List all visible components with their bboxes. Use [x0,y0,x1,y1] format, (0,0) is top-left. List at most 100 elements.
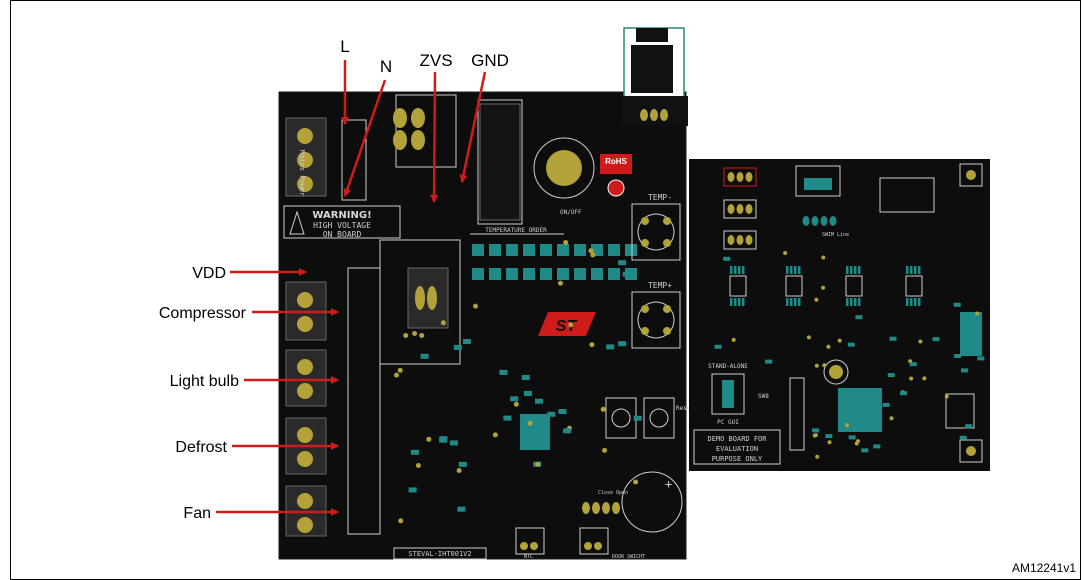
smd-pad [510,396,519,402]
via-pad [589,342,595,348]
temp-minus-button [631,203,681,261]
sw8-label: SW8 [758,393,769,400]
ic-outline [729,275,747,297]
via-pad [889,416,894,421]
daughter-smd-components [714,251,985,459]
smd-pad [959,435,967,440]
via-pad [922,376,927,381]
smd-pad [889,336,897,341]
board-id: STEVAL-IHT001V2 [408,550,471,558]
smd-pad [535,398,543,404]
led-pad [608,268,620,280]
via-pad [815,454,820,459]
ic-outline [785,275,803,297]
smd-pad [457,506,466,512]
smd-pad [458,461,467,467]
led-pad [557,244,569,256]
ic-pin [914,266,917,274]
terminal-pads [297,128,313,533]
smd-pad [453,344,462,350]
label-fan: Fan [183,505,211,522]
smd-pad [439,437,448,443]
via-pad [783,251,788,255]
smd-pad [965,424,973,429]
via-pad [837,338,842,343]
smd-pad [861,448,869,453]
led-pad [608,244,620,256]
smd-pad [909,362,917,367]
ic-pin [786,266,789,274]
ic-outline [845,275,863,297]
ic-pin [790,298,793,306]
via-pad [426,436,432,442]
smd-pad [714,344,722,349]
via-pad [394,372,399,378]
ic-pin [734,266,737,274]
led-pad [557,268,569,280]
smd-pad [449,440,458,446]
ic-pin [910,298,913,306]
power-jack [623,27,685,103]
smd-pad [633,415,642,421]
via-pad [415,463,421,468]
smd-pad [765,359,773,364]
via-pad [513,401,519,407]
main-smd-components [394,240,642,524]
reset-label: Reset [676,405,694,412]
ic-pin [906,266,909,274]
st-logo: ST [538,312,596,336]
smd-pad [563,428,572,434]
ic-pin [742,298,745,306]
ic-pin [906,298,909,306]
smd-pad [499,369,508,375]
led-pad [506,244,518,256]
via-pad [944,394,949,399]
label-l: L [340,37,349,56]
smd-pad [977,356,985,361]
via-pad [827,440,832,445]
smd-pad [900,391,908,396]
warning-line2: ON BOARD [323,230,362,239]
warning-line1: HIGH VOLTAGE [313,221,371,230]
led-pad [540,244,552,256]
smd-pad [968,350,976,355]
via-pad [821,285,826,290]
via-pad [588,248,594,254]
temp-plus-button [631,291,681,349]
via-pad [633,479,639,485]
label-light-bulb: Light bulb [170,373,239,390]
arrow-gnd [459,71,487,183]
smd-pad [954,354,962,358]
via-pad [975,311,980,316]
stand-alone-label: STAND-ALONE [708,363,748,370]
ic-pin [738,266,741,274]
smd-pad [408,487,417,493]
label-compressor: Compressor [159,305,247,322]
smd-pad [855,315,863,320]
ic-pin [794,266,797,274]
door-switch-label: DOOR SWICHT [612,554,645,560]
led-array [472,244,637,280]
swim-label: SWIM [822,232,834,238]
via-pad [403,333,409,338]
led-pad [574,268,586,280]
led-pad [472,268,484,280]
smd-pad [523,390,532,396]
via-pad [826,344,831,349]
rohs-text: RoHS [605,157,627,166]
close-open-label: Close Open [598,490,628,496]
via-pad [558,280,563,286]
label-defrost: Defrost [175,439,227,456]
ic-pin [738,298,741,306]
mains-power-label: Mains Power [298,150,306,196]
smd-pad [953,302,961,307]
mounting-holes [959,163,983,463]
ic-pin [858,298,861,306]
smd-pad [932,337,940,342]
buzzer: + [621,471,683,533]
mcu-chip [520,414,550,450]
smd-pad [547,411,556,417]
electrolytic-capacitor [533,137,595,199]
smd-pad [825,434,833,439]
